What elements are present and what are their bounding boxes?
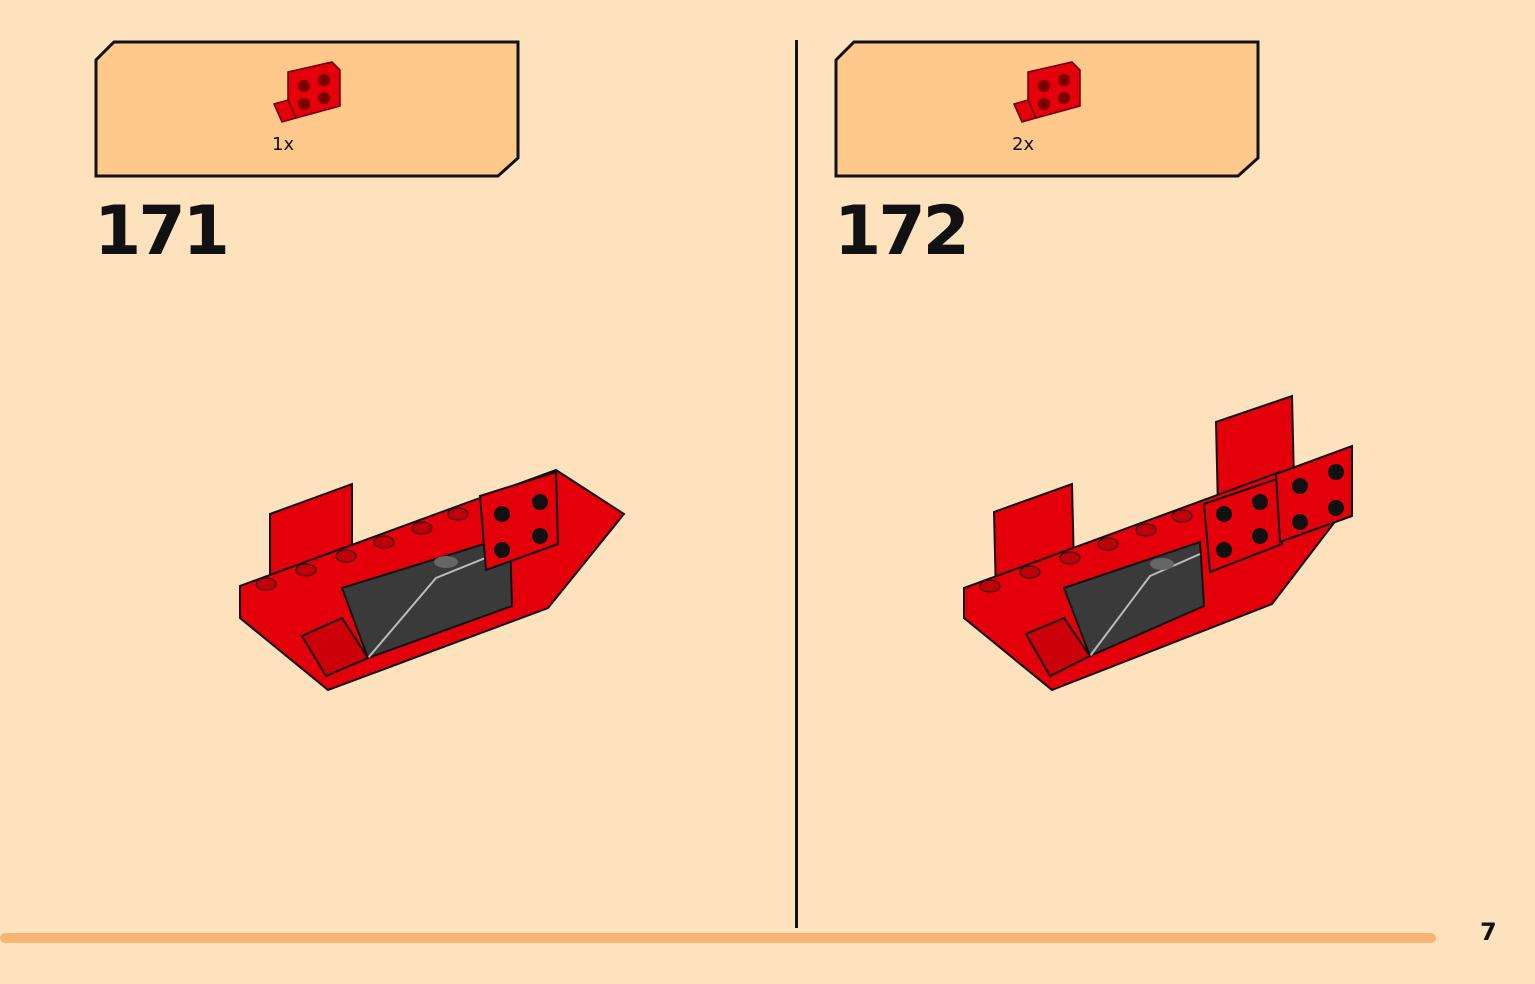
step-divider [795, 40, 798, 928]
progress-bar [0, 933, 1436, 943]
red-bracket-icon [272, 61, 341, 123]
parts-callout-172: 2x [834, 40, 1260, 178]
parts-callout-171: 1x [94, 40, 520, 178]
part-quantity: 1x [272, 134, 295, 155]
step-number: 172 [834, 192, 970, 271]
step-172: 2x 172 [740, 0, 1500, 930]
step-number: 171 [94, 192, 230, 271]
step-171-model [239, 468, 626, 692]
part-quantity: 2x [1012, 134, 1035, 155]
step-171: 1x 171 [0, 0, 760, 930]
red-bracket-icon [1012, 61, 1081, 123]
step-172-model [963, 394, 1353, 692]
page-number: 7 [1480, 918, 1497, 946]
